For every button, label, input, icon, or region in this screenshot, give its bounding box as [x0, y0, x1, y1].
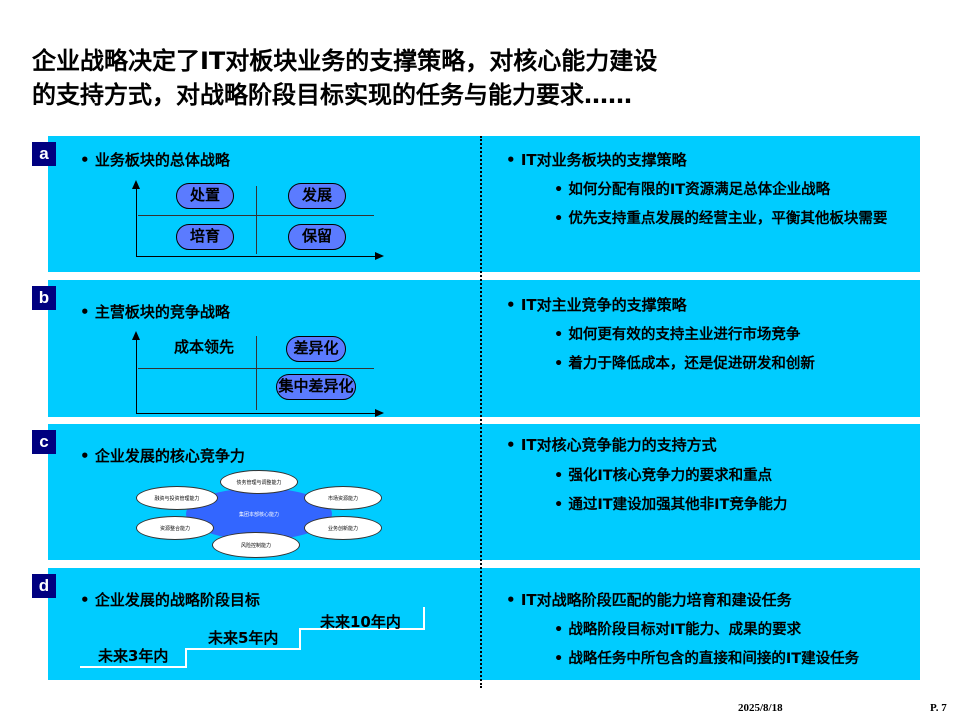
- axis-y-b: [136, 339, 137, 413]
- capability-node-1: 债务管理与调整能力: [220, 470, 298, 494]
- section-badge-d: d: [32, 574, 56, 598]
- capability-node-5: 资源整合能力: [136, 516, 214, 540]
- section-d-left-heading: 企业发展的战略阶段目标: [80, 589, 260, 610]
- axis-arrow-right-a: [375, 252, 384, 260]
- grid-v-b: [256, 336, 257, 410]
- section-a-right-item-2: 优先支持重点发展的经营主业，平衡其他板块需要: [554, 207, 887, 228]
- stage-staircase: [80, 607, 425, 668]
- quadrant-a-3: 培育: [176, 224, 234, 250]
- grid-v-a: [256, 186, 257, 254]
- section-a-right-item-1: 如何分配有限的IT资源满足总体企业战略: [554, 178, 830, 199]
- section-c-right-heading: IT对核心竞争能力的支持方式: [506, 434, 717, 455]
- grid-h-a: [138, 215, 374, 216]
- title-line-2: 的支持方式，对战略阶段目标实现的任务与能力要求……: [32, 81, 632, 109]
- quadrant-b-3: 集中差异化: [276, 374, 356, 400]
- section-b-right-item-2: 着力于降低成本，还是促进研发和创新: [554, 352, 815, 373]
- axis-arrow-right-b: [375, 409, 384, 417]
- quadrant-a-1: 处置: [176, 183, 234, 209]
- section-b-right-item-1: 如何更有效的支持主业进行市场竞争: [554, 323, 800, 344]
- axis-x-b: [136, 413, 376, 414]
- stage-label-1: 未来3年内: [98, 647, 169, 665]
- capability-node-6: 融资与投资管理能力: [136, 486, 218, 510]
- axis-arrow-up-b: [132, 331, 140, 340]
- grid-h-b: [138, 368, 374, 369]
- section-c-left-heading: 企业发展的核心竞争力: [80, 445, 245, 466]
- section-b-left-heading: 主营板块的竞争战略: [80, 301, 230, 322]
- stage-label-2: 未来5年内: [208, 629, 279, 647]
- section-badge-b: b: [32, 286, 56, 310]
- section-d-right-item-1: 战略阶段目标对IT能力、成果的要求: [554, 618, 801, 639]
- footer-page-number: P. 7: [930, 702, 947, 714]
- page-title: 企业战略决定了IT对板块业务的支撑策略，对核心能力建设 的支持方式，对战略阶段目…: [32, 44, 892, 112]
- section-a-left-heading: 业务板块的总体战略: [80, 149, 230, 170]
- section-b-right-heading: IT对主业竞争的支撑策略: [506, 294, 687, 315]
- footer-date: 2025/8/18: [738, 702, 783, 714]
- axis-arrow-up-a: [132, 180, 140, 189]
- section-d-right-item-2: 战略任务中所包含的直接和间接的IT建设任务: [554, 647, 859, 668]
- axis-x-a: [136, 256, 376, 257]
- section-a-right-heading: IT对业务板块的支撑策略: [506, 149, 687, 170]
- axis-y-a: [136, 188, 137, 256]
- section-d-right-heading: IT对战略阶段匹配的能力培育和建设任务: [506, 589, 792, 610]
- quadrant-a-4: 保留: [288, 224, 346, 250]
- section-badge-a: a: [32, 142, 56, 166]
- title-line-1: 企业战略决定了IT对板块业务的支撑策略，对核心能力建设: [32, 47, 658, 75]
- capability-node-2: 市场资源能力: [304, 486, 382, 510]
- quadrant-b-1: 成本领先: [173, 338, 234, 356]
- capability-node-4: 风险控制能力: [212, 532, 300, 558]
- section-c-right-item-1: 强化IT核心竞争力的要求和重点: [554, 464, 772, 485]
- quadrant-b-2: 差异化: [286, 336, 346, 362]
- column-divider: [480, 136, 482, 688]
- stage-label-3: 未来10年内: [320, 613, 401, 631]
- section-c-right-item-2: 通过IT建设加强其他非IT竞争能力: [554, 493, 787, 514]
- capability-node-3: 业务创新能力: [304, 516, 382, 540]
- quadrant-a-2: 发展: [288, 183, 346, 209]
- section-badge-c: c: [32, 430, 56, 454]
